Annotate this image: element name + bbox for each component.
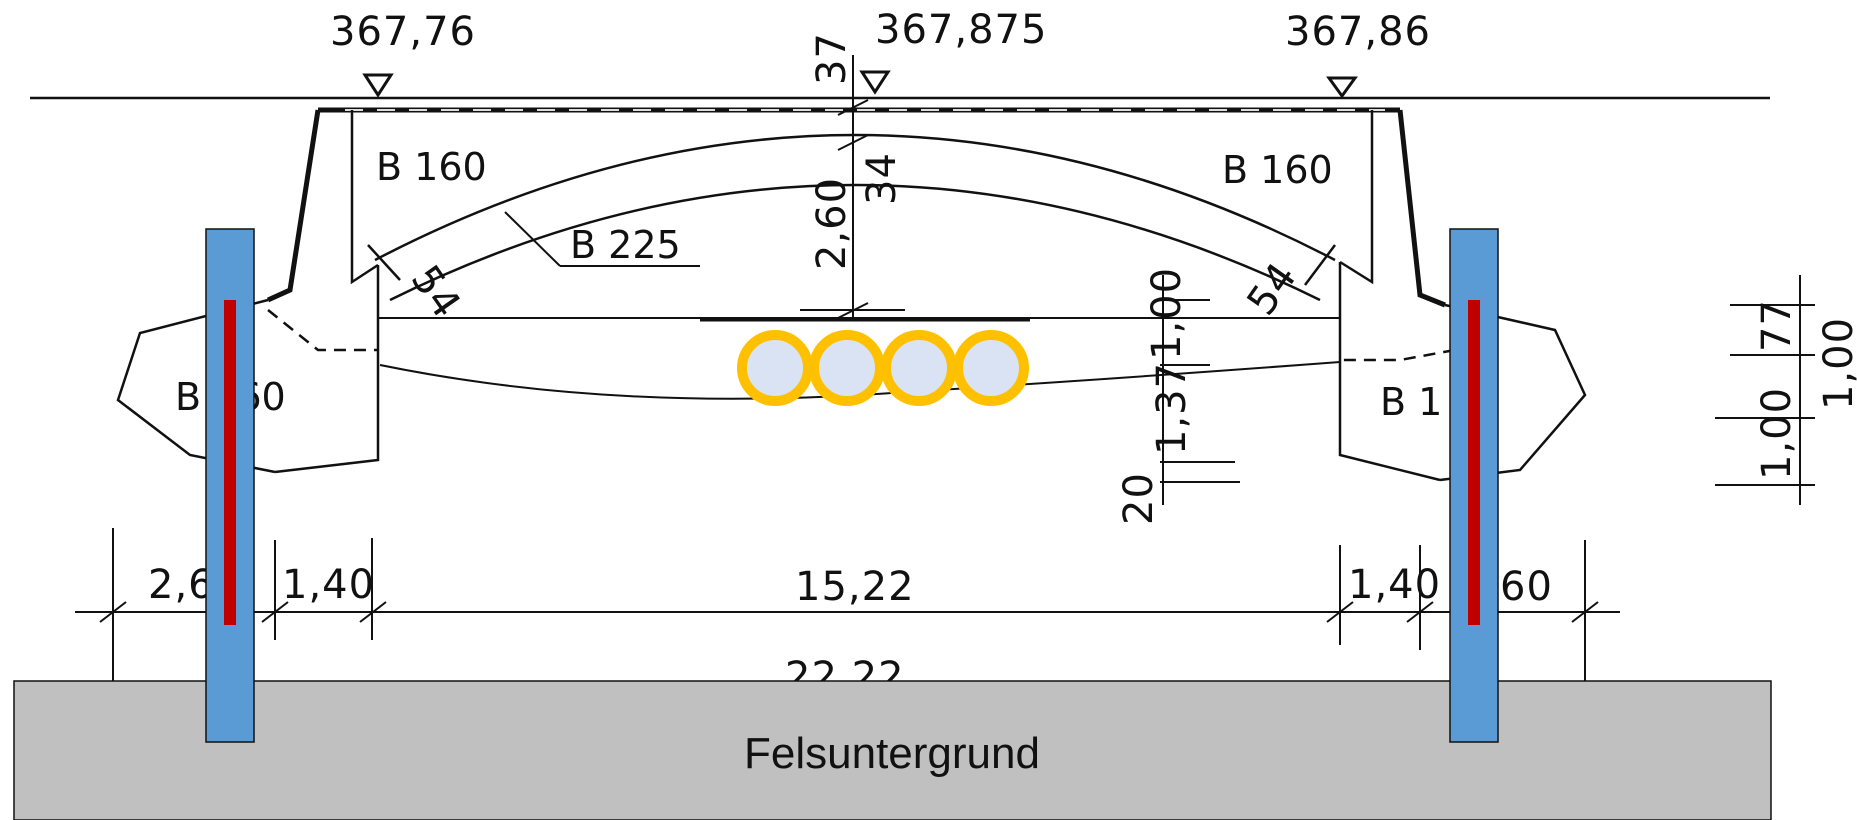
- dimension-width-left-inner: 1,40: [282, 562, 375, 608]
- material-label-arch: B 225: [570, 223, 681, 267]
- pile-right: [1449, 228, 1499, 743]
- material-label-slab-left: B 160: [376, 145, 487, 189]
- dimension-width-right-outer: 60: [1500, 564, 1553, 610]
- pipe-2: [809, 330, 885, 406]
- side-dimension-group: [1160, 275, 1240, 505]
- dimension-width-right-inner: 1,40: [1348, 562, 1441, 608]
- pipe-1: [737, 330, 813, 406]
- side-dimension-a: 1,00: [1144, 267, 1190, 360]
- crown-dimension: [800, 55, 905, 319]
- pipe-4: [953, 330, 1029, 406]
- right-dimension-100b: 1,00: [1816, 317, 1857, 410]
- bedrock-label: Felsuntergrund: [744, 729, 1040, 778]
- pile-left: [205, 228, 255, 743]
- right-dimension-100a: 1,00: [1754, 387, 1800, 480]
- right-dimension-group: [1715, 275, 1815, 505]
- elevation-label-left: 367,76: [330, 9, 476, 55]
- crown-thickness-dimension: 34: [859, 152, 905, 205]
- dimension-main-span: 15,22: [795, 564, 915, 610]
- side-dimension-b: 1,37: [1149, 362, 1195, 455]
- arch-label-leader: [504, 211, 561, 267]
- arch-thickness-ticks: [367, 244, 1336, 286]
- bottom-dimension-chain: [75, 528, 1620, 690]
- rise-dimension: 2,60: [809, 177, 855, 270]
- elevation-marker-left: 367,76: [330, 9, 476, 98]
- material-label-abutment-right: B 1: [1380, 380, 1442, 424]
- arch: [374, 133, 1336, 302]
- elevation-marker-center: 367,875: [859, 7, 1047, 95]
- right-dimension-77: 77: [1754, 299, 1800, 352]
- side-dimension-c: 20: [1116, 472, 1162, 525]
- elevation-label-right: 367,86: [1285, 9, 1431, 55]
- elevation-marker-right: 367,86: [1285, 9, 1431, 99]
- crown-top-dimension: 37: [809, 32, 855, 85]
- pipe-3: [881, 330, 957, 406]
- left-abutment: [116, 109, 380, 474]
- elevation-label-center: 367,875: [875, 7, 1047, 53]
- pipe-group: [737, 330, 1029, 406]
- material-label-slab-right: B 160: [1222, 148, 1333, 192]
- arch-thickness-right: 54: [1239, 254, 1307, 324]
